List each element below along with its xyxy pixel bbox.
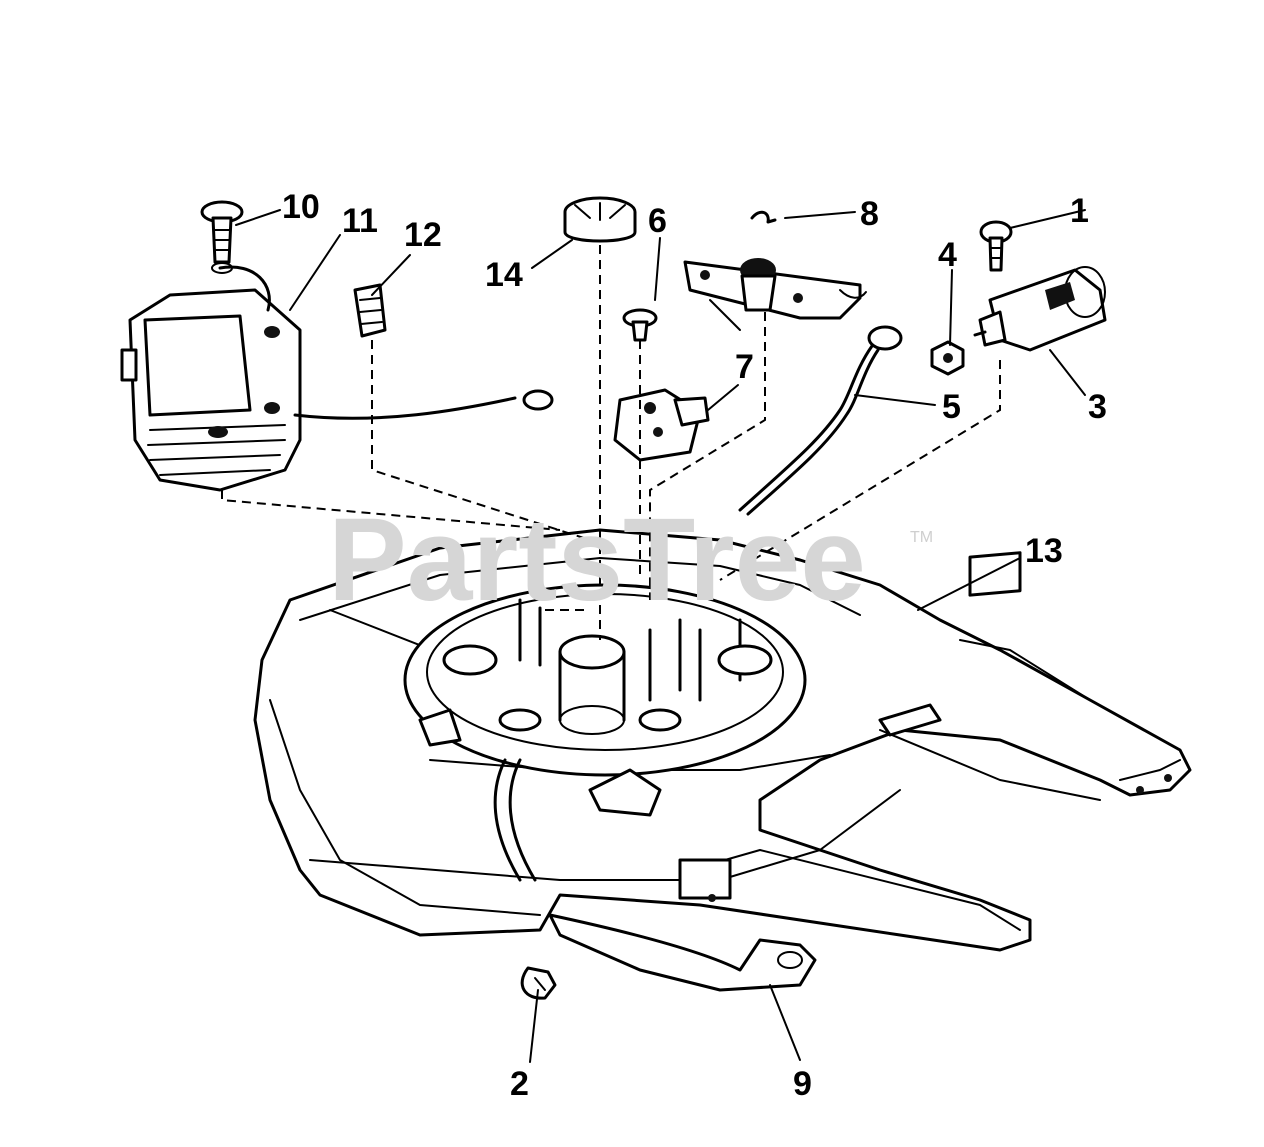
small-clip-part-2[interactable]: [520, 966, 557, 1000]
callout-3[interactable]: 3: [1088, 388, 1107, 426]
callout-labels: 1 2 3 4 5 6 7 8 9 10 11 12 13 14: [282, 188, 1107, 1103]
watermark-trademark: TM: [910, 529, 933, 546]
bracket-part-7-lower[interactable]: [613, 388, 710, 462]
callout-8[interactable]: 8: [860, 195, 879, 233]
screw-part-6[interactable]: [622, 308, 658, 342]
screw-part-1[interactable]: [979, 220, 1013, 272]
spring-clip-part-8[interactable]: [750, 210, 777, 224]
clip-part-9[interactable]: [548, 913, 817, 992]
callout-4[interactable]: 4: [938, 236, 957, 274]
screw-part-10[interactable]: [200, 200, 244, 274]
callout-11[interactable]: 11: [342, 202, 378, 240]
callout-7[interactable]: 7: [735, 348, 754, 386]
callout-9[interactable]: 9: [793, 1065, 812, 1103]
ground-wire-part-5[interactable]: [738, 325, 903, 516]
breaker-points-part-7-upper[interactable]: [683, 258, 867, 320]
callout-10[interactable]: 10: [282, 188, 320, 226]
terminal-part-12[interactable]: [353, 283, 387, 338]
condenser-part-3[interactable]: [973, 266, 1107, 352]
callout-leaders: [235, 209, 1086, 1063]
callout-12[interactable]: 12: [404, 216, 442, 254]
watermark-text: PartsTree: [328, 494, 866, 626]
callout-6[interactable]: 6: [648, 202, 667, 240]
bushing-part-14[interactable]: [563, 196, 637, 243]
callout-5[interactable]: 5: [942, 388, 961, 426]
assembly-guide-lines: [221, 245, 1001, 640]
callout-1[interactable]: 1: [1070, 192, 1089, 230]
nut-part-4[interactable]: [930, 340, 965, 376]
base-plate-part-13[interactable]: [253, 528, 1192, 952]
callout-13[interactable]: 13: [1025, 532, 1063, 570]
callout-14[interactable]: 14: [485, 256, 523, 294]
watermark: PartsTree TM: [328, 494, 933, 626]
callout-2[interactable]: 2: [510, 1065, 529, 1103]
ignition-coil-part-11[interactable]: [120, 265, 554, 492]
